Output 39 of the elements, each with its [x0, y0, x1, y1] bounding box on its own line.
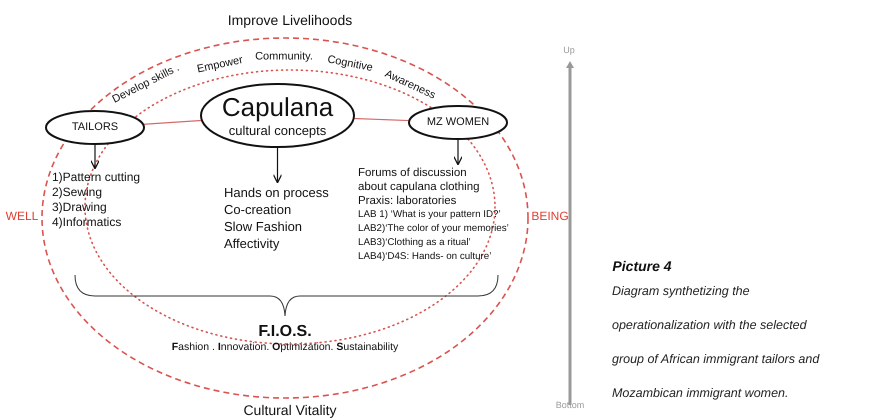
side-label: BEING: [531, 210, 569, 224]
list-item: Hands on process: [224, 184, 330, 201]
concept-ellipse: [408, 105, 508, 140]
heading-text: Improve Livelihoods: [228, 12, 352, 28]
list-item: Co-creation: [224, 201, 292, 218]
side-label: WELL: [6, 210, 38, 224]
figure-number: Picture 4: [612, 258, 672, 274]
list-item: 1)Pattern cutting: [52, 170, 142, 185]
list-item: Affectivity: [224, 235, 280, 252]
concept-ellipse: [45, 110, 145, 145]
list-item: 2)Sewing: [52, 185, 104, 200]
node-title: Capulana: [222, 92, 334, 124]
axis-label: Up: [563, 44, 575, 56]
list-item: Slow Fashion: [224, 218, 304, 235]
connector-line: [144, 120, 201, 125]
list-item: Forums of discussion about capulana clothing: [358, 166, 480, 194]
acronym-expansion: Fashion . Innovation. Optimization. Sustainability: [170, 341, 400, 354]
arc-text: Empower: [196, 54, 244, 76]
axis-label: Bottom: [556, 400, 584, 410]
node-title: TAILORS: [72, 120, 118, 134]
footer-text: Cultural Vitality: [243, 402, 337, 418]
acronym-title: F.I.O.S.: [257, 322, 313, 342]
node-title: MZ WOMEN: [426, 116, 490, 130]
concept-ellipse: [200, 83, 355, 148]
arrow: [453, 140, 463, 166]
caption-text: Diagram synthetizing the operationalization with the selected group of African immigrant tailors and Mozambican immigrant women.: [612, 283, 821, 402]
list-item: LAB 1) ‘What is your pattern ID?’: [358, 208, 502, 222]
node-subtitle: cultural concepts: [228, 123, 326, 139]
list-item: 4)Informatics: [52, 215, 122, 230]
arc-text: Cognitive: [326, 53, 374, 75]
list-item: 3)Drawing: [52, 200, 108, 215]
arrow: [90, 145, 100, 170]
connector-line: [354, 118, 408, 122]
list-item: Praxis: laboratories: [358, 194, 458, 208]
list-item: LAB3)‘Clothing as a ritual’: [358, 236, 472, 250]
arc-text: Community.: [255, 50, 313, 64]
arrow: [272, 148, 282, 184]
list-item: LAB4)‘D4S: Hands- on culture’: [358, 250, 492, 264]
list-item: LAB2)‘The color of your memories’: [358, 222, 510, 236]
